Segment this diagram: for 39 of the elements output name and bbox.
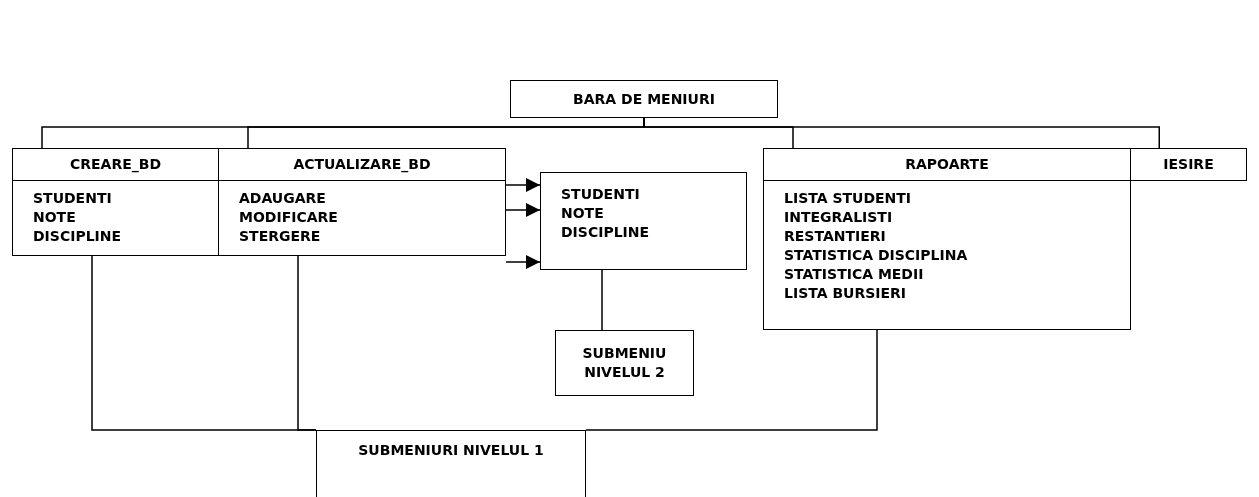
menu-box bbox=[510, 80, 778, 118]
menu-item-text: SUBMENIURI NIVELUL 1 bbox=[358, 441, 544, 460]
arrow bbox=[505, 178, 541, 192]
submenu-box bbox=[12, 180, 219, 256]
menu-item-text: NOTE bbox=[33, 208, 77, 227]
arrow bbox=[505, 203, 541, 217]
menu-item-text: ACTUALIZARE_BD bbox=[293, 155, 431, 174]
menu-item-text: ADAUGARE bbox=[239, 189, 327, 208]
menu-item-text: IESIRE bbox=[1163, 155, 1214, 174]
submenu-box bbox=[763, 180, 1131, 330]
menu-item-text: RESTANTIERI bbox=[784, 227, 887, 246]
menu-item-text: DISCIPLINE bbox=[33, 227, 123, 246]
menu-box bbox=[555, 330, 694, 396]
connector-line bbox=[601, 269, 603, 331]
menu-box bbox=[1130, 148, 1247, 181]
menu-item-text: CREARE_BD bbox=[69, 155, 162, 174]
submenu-box bbox=[540, 172, 747, 270]
submenu-box bbox=[218, 180, 506, 256]
menu-item-text: SUBMENIU NIVELUL 2 bbox=[581, 344, 668, 382]
menu-box bbox=[12, 148, 219, 181]
connector-line bbox=[585, 329, 878, 431]
menu-item-text: BARA DE MENIURI bbox=[573, 89, 715, 109]
menu-item-text: LISTA STUDENTI bbox=[784, 189, 913, 208]
menu-item-text: STATISTICA DISCIPLINA bbox=[784, 246, 969, 265]
menu-item-text: STUDENTI bbox=[33, 189, 113, 208]
menu-item-text: INTEGRALISTI bbox=[784, 208, 894, 227]
menu-item-text: STUDENTI bbox=[561, 185, 641, 204]
menu-box bbox=[218, 148, 506, 181]
arrow bbox=[505, 255, 541, 269]
menu-item-text: RAPOARTE bbox=[905, 155, 989, 174]
menu-item-text: NOTE bbox=[561, 204, 605, 223]
menu-box bbox=[316, 430, 586, 497]
menu-item-text: STATISTICA MEDII bbox=[784, 265, 925, 284]
menu-box bbox=[763, 148, 1131, 181]
menu-item-text: MODIFICARE bbox=[239, 208, 339, 227]
menu-item-text: LISTA BURSIERI bbox=[784, 284, 908, 303]
menu-item-text: DISCIPLINE bbox=[561, 223, 651, 242]
menu-item-text: STERGERE bbox=[239, 227, 322, 246]
connector-line bbox=[297, 255, 317, 431]
